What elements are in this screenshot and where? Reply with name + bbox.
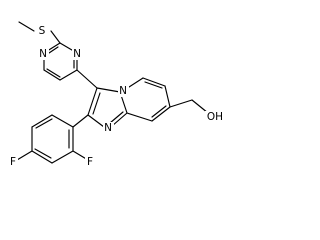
- atom-bridgehead-n: N: [118, 85, 129, 97]
- bond-c8a-n1-imid-double: [109, 111, 124, 124]
- fluorine-para-label: F: [10, 156, 16, 168]
- bond-c6-c5: [43, 69, 61, 81]
- bond-layer: [16, 21, 209, 164]
- atom-label-layer: S N N N N OH F F: [8, 25, 225, 168]
- fluorine-ortho-label: F: [87, 156, 93, 168]
- bond-aryl-c3-c4: [31, 150, 53, 164]
- bond-c8-c8a: [126, 112, 153, 122]
- bond-c7-c8: [151, 106, 171, 122]
- atom-hydroxyl: OH: [205, 111, 225, 123]
- bond-c5-c4: [59, 69, 78, 81]
- bond-c5-c6-double: [144, 81, 163, 89]
- bridgehead-n-label: N: [119, 85, 127, 97]
- atom-imidazole-n: N: [103, 122, 114, 134]
- bond-c3-n4: [96, 87, 121, 93]
- bond-aryl-f-para: [16, 150, 33, 161]
- bond-s-c2: [50, 30, 61, 44]
- atom-fluorine-ortho: F: [85, 156, 95, 168]
- bond-aryl-c6-c1: [51, 114, 74, 128]
- bond-aryl-c3-c4-double: [34, 148, 52, 159]
- bond-c5-c6: [142, 77, 166, 87]
- bond-c7-ch2: [169, 99, 193, 108]
- bond-pyrimidine-c3: [76, 69, 98, 89]
- bond-c2-aryl: [72, 114, 89, 128]
- imidazole-n-label: N: [104, 122, 112, 134]
- hydroxyl-label: OH: [207, 111, 223, 123]
- atom-pyrimidine-n1: N: [38, 48, 49, 60]
- atom-pyrimidine-n3: N: [72, 48, 83, 60]
- bond-c7-c8-double: [151, 105, 167, 118]
- pyrimidine-n-lower-label: N: [73, 48, 81, 60]
- bond-aryl-c2-c3: [51, 150, 74, 164]
- bond-methyl-s: [18, 21, 35, 32]
- molecule-structure: S N N N N OH F F: [8, 21, 225, 168]
- bond-ch2-oh: [191, 99, 209, 114]
- atom-sulfur: S: [37, 25, 48, 37]
- pyrimidine-n-upper-label: N: [39, 48, 47, 60]
- atom-fluorine-para: F: [8, 156, 18, 168]
- bond-c8a-n1-imid: [111, 112, 128, 127]
- bond-c6-c5-double: [46, 68, 61, 78]
- sulfur-label: S: [39, 25, 46, 37]
- bond-aryl-c5-c6: [31, 114, 53, 128]
- bond-n1-imid-c2: [87, 114, 105, 128]
- bond-c2-c3: [87, 87, 98, 116]
- bond-aryl-c5-c6-double: [35, 118, 53, 129]
- bond-c6-c7: [164, 85, 171, 108]
- bond-c2-c3-double: [92, 92, 101, 115]
